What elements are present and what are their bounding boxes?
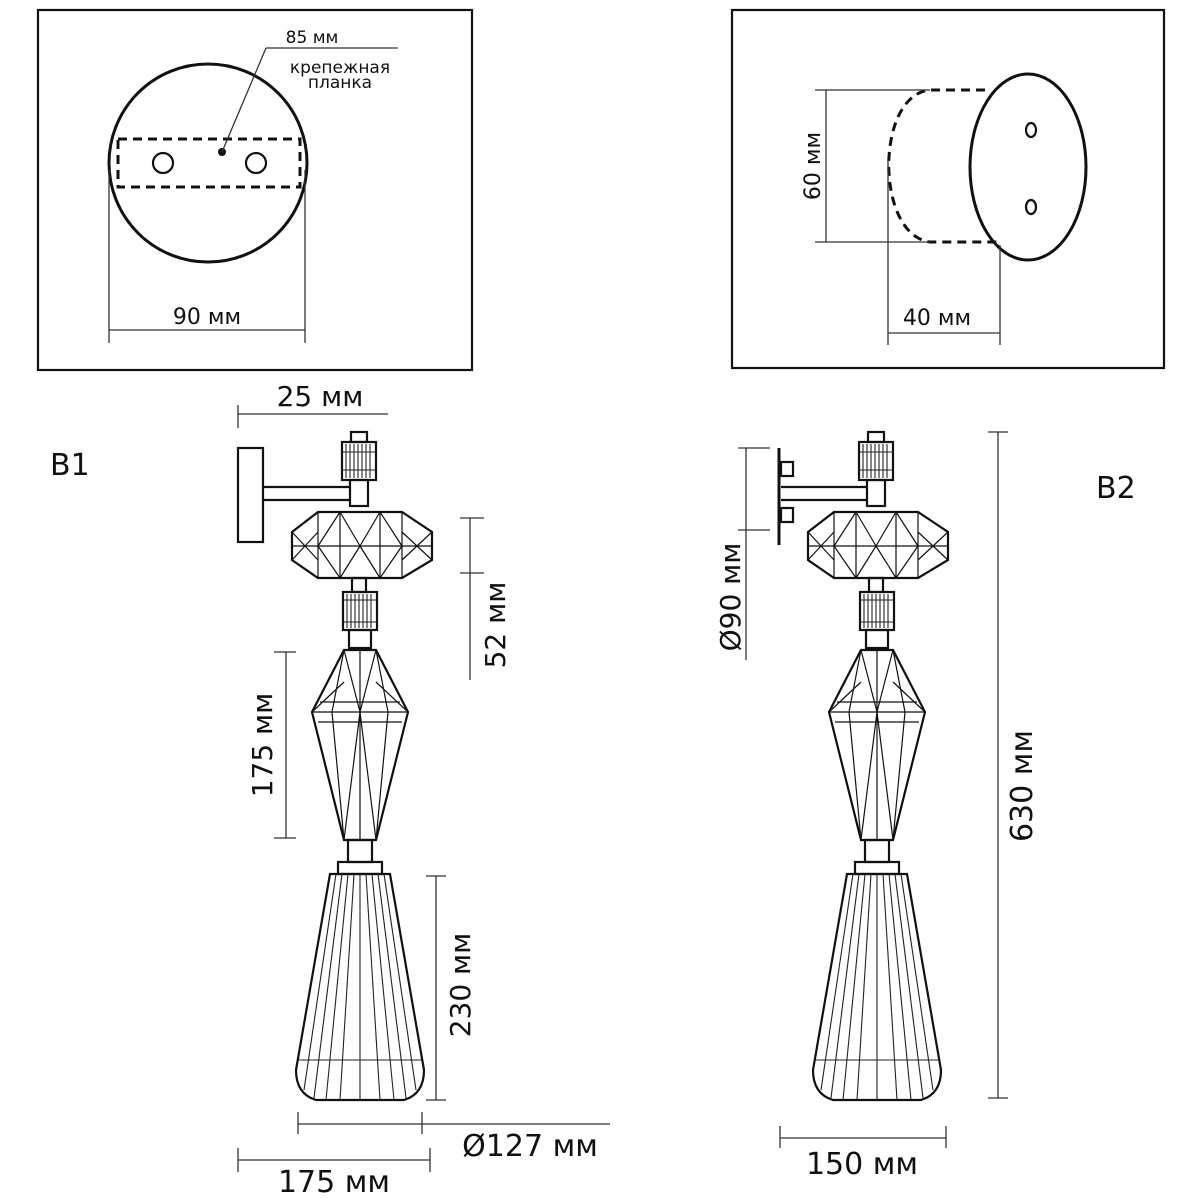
b1-top-knurl — [340, 440, 378, 482]
label-90mm-diameter: Ø90 мм — [714, 543, 747, 652]
label-127mm: Ø127 мм — [462, 1129, 598, 1164]
b2-ribbed-shade — [811, 872, 943, 1102]
label-60mm: 60 мм — [801, 132, 826, 200]
b1-mid-knurl — [341, 590, 379, 632]
b2-crystal-disc-facets — [807, 511, 949, 579]
b2-top-knurl-ribs — [859, 444, 893, 478]
b2-bracket-top — [779, 460, 795, 478]
detail-right-frame — [730, 8, 1166, 370]
detail-left-panel: 85 мм крепежная планка 90 мм — [36, 8, 474, 372]
b1-crystal-disc — [290, 510, 434, 580]
label-85mm: 85 мм — [286, 28, 339, 48]
b1-stem-upper — [348, 478, 370, 508]
b1-top-knurl-ribs — [342, 444, 376, 478]
b1-shade-ribs — [298, 873, 422, 1101]
leader-line — [221, 47, 267, 153]
b2-top-cap — [866, 430, 886, 444]
screw-hole-left — [151, 151, 175, 175]
b2-crystal-disc — [806, 510, 950, 580]
b1-stem-mid — [350, 576, 368, 594]
wall-plate-ellipse — [968, 72, 1088, 262]
label-90mm: 90 мм — [173, 305, 241, 330]
b2-mid-knurl — [858, 590, 896, 632]
b1-stem-lower — [347, 628, 373, 650]
view-b2-title: B2 — [1096, 471, 1136, 506]
b2-top-knurl — [857, 440, 895, 482]
view-b2: B2 Ø90 мм — [714, 430, 1136, 1182]
label-150mm: 150 мм — [806, 1147, 918, 1182]
b1-mid-knurl-ribs — [343, 594, 377, 628]
label-175mm-horizontal: 175 мм — [278, 1165, 390, 1200]
b1-stem-neck — [346, 838, 374, 864]
detail-right-panel: 60 мм 40 мм — [730, 8, 1166, 370]
label-25mm: 25 мм — [277, 380, 364, 413]
view-b1-title: B1 — [50, 448, 90, 483]
b1-wall-plate — [236, 446, 265, 544]
b2-stem-neck — [863, 838, 891, 864]
b1-crystal-diamond-facets — [311, 649, 409, 841]
b1-top-cap — [349, 430, 369, 444]
mounting-bracket-dashed — [116, 137, 302, 189]
note-mounting-bracket-line1: крепежная — [290, 58, 390, 78]
b2-mid-knurl-ribs — [860, 594, 894, 628]
b2-stem-mid — [867, 576, 885, 594]
screw-hole-right — [244, 151, 268, 175]
b2-shade-ribs — [815, 873, 939, 1101]
screw-hole-bottom — [1024, 198, 1038, 216]
label-175mm-vertical: 175 мм — [246, 693, 279, 798]
label-230mm: 230 мм — [444, 933, 477, 1038]
b1-ribbed-shade — [294, 872, 426, 1102]
b2-bracket-bottom — [779, 506, 795, 524]
label-52mm: 52 мм — [479, 582, 512, 669]
b1-shade-collar — [336, 860, 384, 876]
label-40mm: 40 мм — [903, 306, 971, 331]
view-b1: B1 25 мм — [50, 380, 610, 1200]
label-630mm: 630 мм — [1005, 730, 1040, 842]
detail-left-frame — [36, 8, 474, 372]
b2-stem-lower — [864, 628, 890, 650]
b1-crystal-disc-facets — [291, 511, 433, 579]
b2-stem-upper — [865, 478, 887, 508]
b2-crystal-diamond-facets — [828, 649, 926, 841]
screw-hole-top — [1024, 121, 1038, 139]
wall-plate-circle — [107, 62, 309, 264]
note-mounting-bracket-line2: планка — [308, 73, 372, 93]
b2-shade-collar — [853, 860, 901, 876]
canopy-body-dashed — [887, 88, 1000, 244]
